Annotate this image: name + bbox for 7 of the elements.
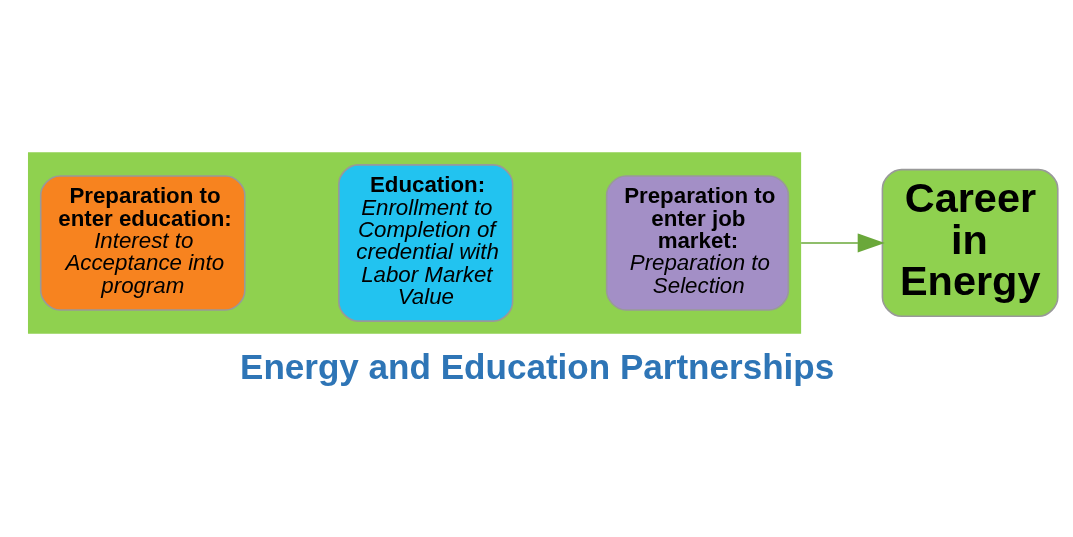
node-box: Preparation to enter education: Interest to Acceptance into program xyxy=(39,175,246,311)
arrow xyxy=(800,233,885,253)
node-box: Preparation to enter job market: Preparation to Selection xyxy=(605,175,790,311)
caption: Energy and Education Partnerships xyxy=(239,347,835,387)
node-box: Education: Enrollment to Completion of credential with Labor Market Value xyxy=(338,164,514,322)
node-box: Career in Energy xyxy=(881,168,1059,318)
cluster xyxy=(28,152,802,334)
